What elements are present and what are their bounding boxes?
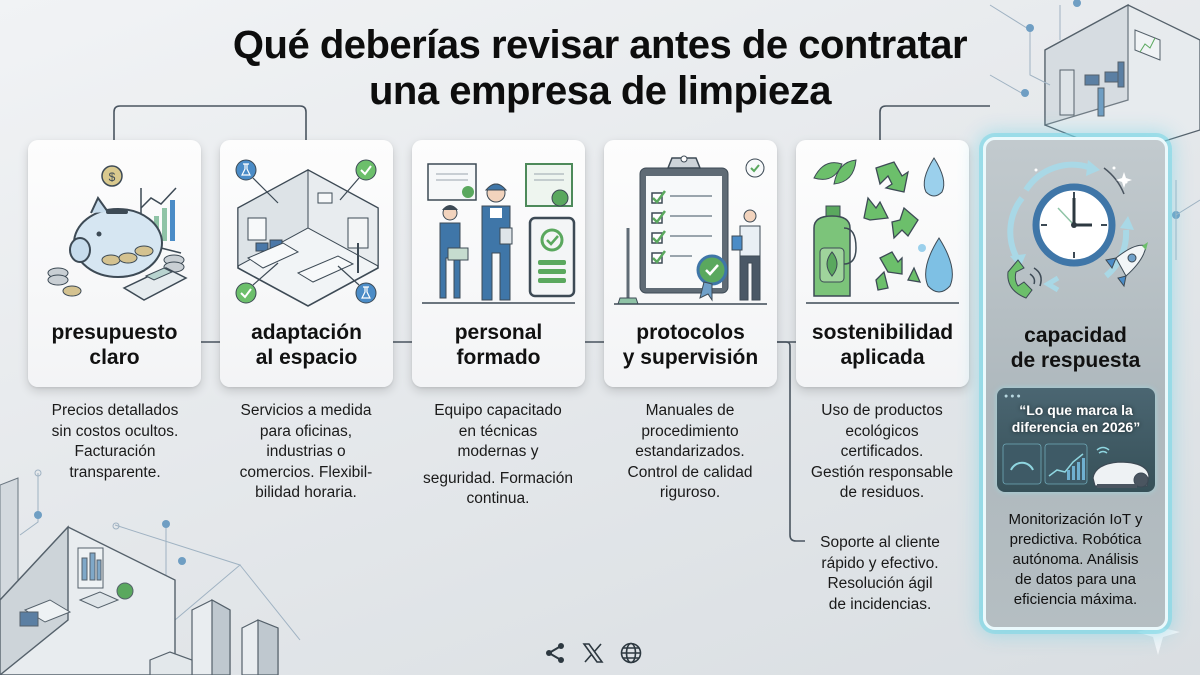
card-title: protocolos y supervisión (604, 320, 777, 370)
card-sostenibilidad-aplicada: sostenibilidad aplicada (796, 140, 969, 387)
x-logo-icon[interactable] (581, 641, 605, 665)
eco-recycle-icon (806, 157, 959, 304)
card-title: adaptación al espacio (220, 320, 393, 370)
dashboard-highlight-panel: ●●● “Lo que marca la diferencia en 2026” (997, 388, 1155, 492)
desc-line: continua. (466, 490, 530, 507)
isometric-office-icon (235, 159, 379, 307)
card-description-presupuesto: Precios detallados sin costos ocultos. F… (20, 401, 210, 483)
card-personal-formado: personal formado (412, 140, 585, 387)
title-line-1: Qué deberías revisar antes de contratar (232, 23, 968, 67)
support-description: Soporte al cliente rápido y efectivo. Re… (785, 533, 975, 615)
desc-line: eficiencia máxima. (1013, 591, 1138, 608)
desc-line: Manuales de (645, 402, 735, 419)
page-title: Qué deberías revisar antes de contratar … (0, 22, 1200, 114)
desc-line: Servicios a medida (240, 402, 372, 419)
card-adaptacion-al-espacio: adaptación al espacio (220, 140, 393, 387)
card-title-line-1: presupuesto (51, 321, 178, 344)
cleaning-staff-icon (422, 163, 576, 304)
card-title-line-1: sostenibilidad (811, 321, 954, 344)
desc-line: Soporte al cliente (820, 534, 940, 551)
card-title-line-1: adaptación (251, 321, 362, 344)
desc-line: ecológicos (845, 422, 919, 440)
desc-line: modernas y (457, 443, 539, 460)
card-title-line-1: personal (454, 321, 543, 344)
desc-line: Control de calidad (627, 463, 753, 481)
share-icon[interactable] (543, 641, 567, 665)
clock-rocket-phone-icon (1007, 160, 1148, 299)
card-description-protocolos: Manuales de procedimiento estandarizados… (595, 401, 785, 504)
desc-line: Precios detallados (51, 402, 179, 419)
desc-line: industrias o (266, 443, 346, 460)
card-description-personal: Equipo capacitado en técnicas modernas y… (403, 401, 593, 510)
footer-icons (543, 641, 643, 665)
desc-line: transparente. (69, 463, 161, 481)
quote-line-2: diferencia en 2026” (1011, 419, 1141, 435)
desc-line: para oficinas, (259, 422, 353, 440)
desc-line: en técnicas (458, 422, 538, 440)
desc-line: autónoma. Análisis (1012, 551, 1139, 568)
card-title-line-2: aplicada (840, 346, 925, 369)
card-title: capacidad de respuesta (986, 323, 1165, 373)
card-title-line-2: claro (89, 346, 140, 369)
piggy-bank-icon: $ (47, 165, 188, 301)
desc-line: de datos para una (1015, 571, 1136, 588)
desc-line: estandarizados. (635, 443, 745, 460)
card-title-line-2: y supervisión (622, 346, 759, 369)
card-protocolos-y-supervision: protocolos y supervisión (604, 140, 777, 387)
desc-line: bilidad horaria. (255, 484, 357, 501)
window-dots-icon: ●●● (1004, 393, 1023, 400)
desc-line: rápido y efectivo. (821, 554, 939, 572)
card-title-line-2: formado (456, 346, 541, 369)
card-description-adaptacion: Servicios a medida para oficinas, indust… (211, 401, 401, 504)
card-title-line-2: al espacio (255, 346, 358, 369)
checklist-clipboard-icon (614, 155, 767, 305)
highlight-quote: “Lo que marca la diferencia en 2026” (997, 402, 1155, 436)
desc-line: riguroso. (659, 484, 721, 501)
title-line-2: una empresa de limpieza (368, 69, 832, 113)
desc-line: comercios. Flexibil- (239, 463, 373, 481)
desc-line: procedimiento (641, 422, 739, 440)
globe-icon[interactable] (619, 641, 643, 665)
desc-line: Gestión responsable (810, 463, 954, 481)
card-title: sostenibilidad aplicada (796, 320, 969, 370)
desc-line: predictiva. Robótica (1009, 531, 1142, 548)
card-title-line-1: capacidad (1024, 324, 1127, 347)
desc-line: de incidencias. (828, 595, 932, 613)
card-presupuesto-claro: $ presupuesto claro (28, 140, 201, 387)
desc-line: sin costos ocultos. (51, 422, 179, 440)
desc-line: Resolución ágil (827, 575, 933, 592)
card-title-line-2: de respuesta (1010, 349, 1141, 372)
desc-line: Facturación (74, 443, 156, 460)
card-title-line-1: protocolos (636, 321, 745, 344)
quote-line-1: “Lo que marca la (1019, 402, 1133, 418)
card-description-capacidad: Monitorización IoT y predictiva. Robótic… (986, 510, 1165, 610)
svg-text:$: $ (109, 170, 116, 184)
card-capacidad-de-respuesta: capacidad de respuesta ●●● “Lo que marca… (983, 137, 1168, 630)
card-title: presupuesto claro (28, 320, 201, 370)
desc-line: de residuos. (839, 484, 925, 501)
desc-line: seguridad. Formación (423, 469, 573, 487)
desc-line: Monitorización IoT y (1008, 511, 1143, 528)
desc-line: Equipo capacitado (434, 402, 562, 419)
desc-line: certificados. (840, 443, 924, 460)
card-title: personal formado (412, 320, 585, 370)
card-description-sostenibilidad: Uso de productos ecológicos certificados… (787, 401, 977, 504)
robot-vacuum-dashboard-icon (1002, 443, 1150, 488)
desc-line: Uso de productos (821, 402, 943, 419)
